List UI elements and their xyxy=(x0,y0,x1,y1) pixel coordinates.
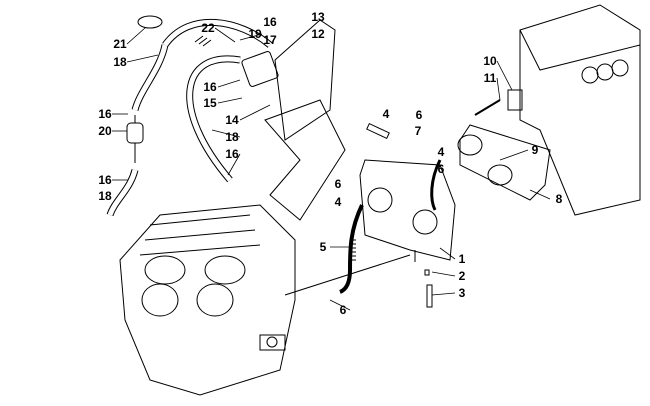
callout-4: 4 xyxy=(334,195,342,209)
engine-plate xyxy=(264,99,346,221)
callout-13: 13 xyxy=(311,10,325,24)
callout-1: 1 xyxy=(458,252,466,266)
fuel-pump xyxy=(241,51,279,87)
callout-21: 21 xyxy=(113,37,127,51)
callout-8: 8 xyxy=(555,192,563,206)
callout-2: 2 xyxy=(458,269,466,283)
clip xyxy=(507,89,523,111)
hose-clamp-ring xyxy=(137,15,163,29)
callout-5: 5 xyxy=(319,240,327,254)
callout-16: 16 xyxy=(98,173,112,187)
callout-12: 12 xyxy=(311,27,325,41)
engine xyxy=(119,204,411,396)
callout-11: 11 xyxy=(483,71,497,85)
callout-6: 6 xyxy=(415,108,423,122)
callout-4: 4 xyxy=(437,145,445,159)
mounting-bracket xyxy=(274,19,336,141)
callout-20: 20 xyxy=(98,124,112,138)
callout-18: 18 xyxy=(113,55,127,69)
callout-15: 15 xyxy=(203,96,217,110)
screw xyxy=(474,99,501,116)
callout-7: 7 xyxy=(414,124,422,138)
intake-silencer-adapter xyxy=(457,124,551,201)
pin xyxy=(366,122,390,140)
carburetor-assembly xyxy=(359,159,456,308)
callout-10: 10 xyxy=(483,54,497,68)
callout-4: 4 xyxy=(382,107,390,121)
callout-16: 16 xyxy=(225,147,239,161)
vent-hose xyxy=(339,204,364,294)
callout-18: 18 xyxy=(98,189,112,203)
callout-14: 14 xyxy=(225,113,239,127)
callout-6: 6 xyxy=(334,177,342,191)
callout-19: 19 xyxy=(248,27,262,41)
leader-lines xyxy=(112,27,551,311)
spring xyxy=(194,35,212,47)
callout-16: 16 xyxy=(98,107,112,121)
callout-16: 16 xyxy=(263,15,277,29)
air-silencer-box xyxy=(519,4,641,216)
callout-6: 6 xyxy=(339,303,347,317)
fuel-filter xyxy=(126,122,144,144)
callout-22: 22 xyxy=(201,21,215,35)
callout-18: 18 xyxy=(225,130,239,144)
callout-3: 3 xyxy=(458,286,466,300)
callout-6: 6 xyxy=(437,162,445,176)
callout-17: 17 xyxy=(263,33,277,47)
callout-9: 9 xyxy=(531,143,539,157)
callout-16: 16 xyxy=(203,80,217,94)
